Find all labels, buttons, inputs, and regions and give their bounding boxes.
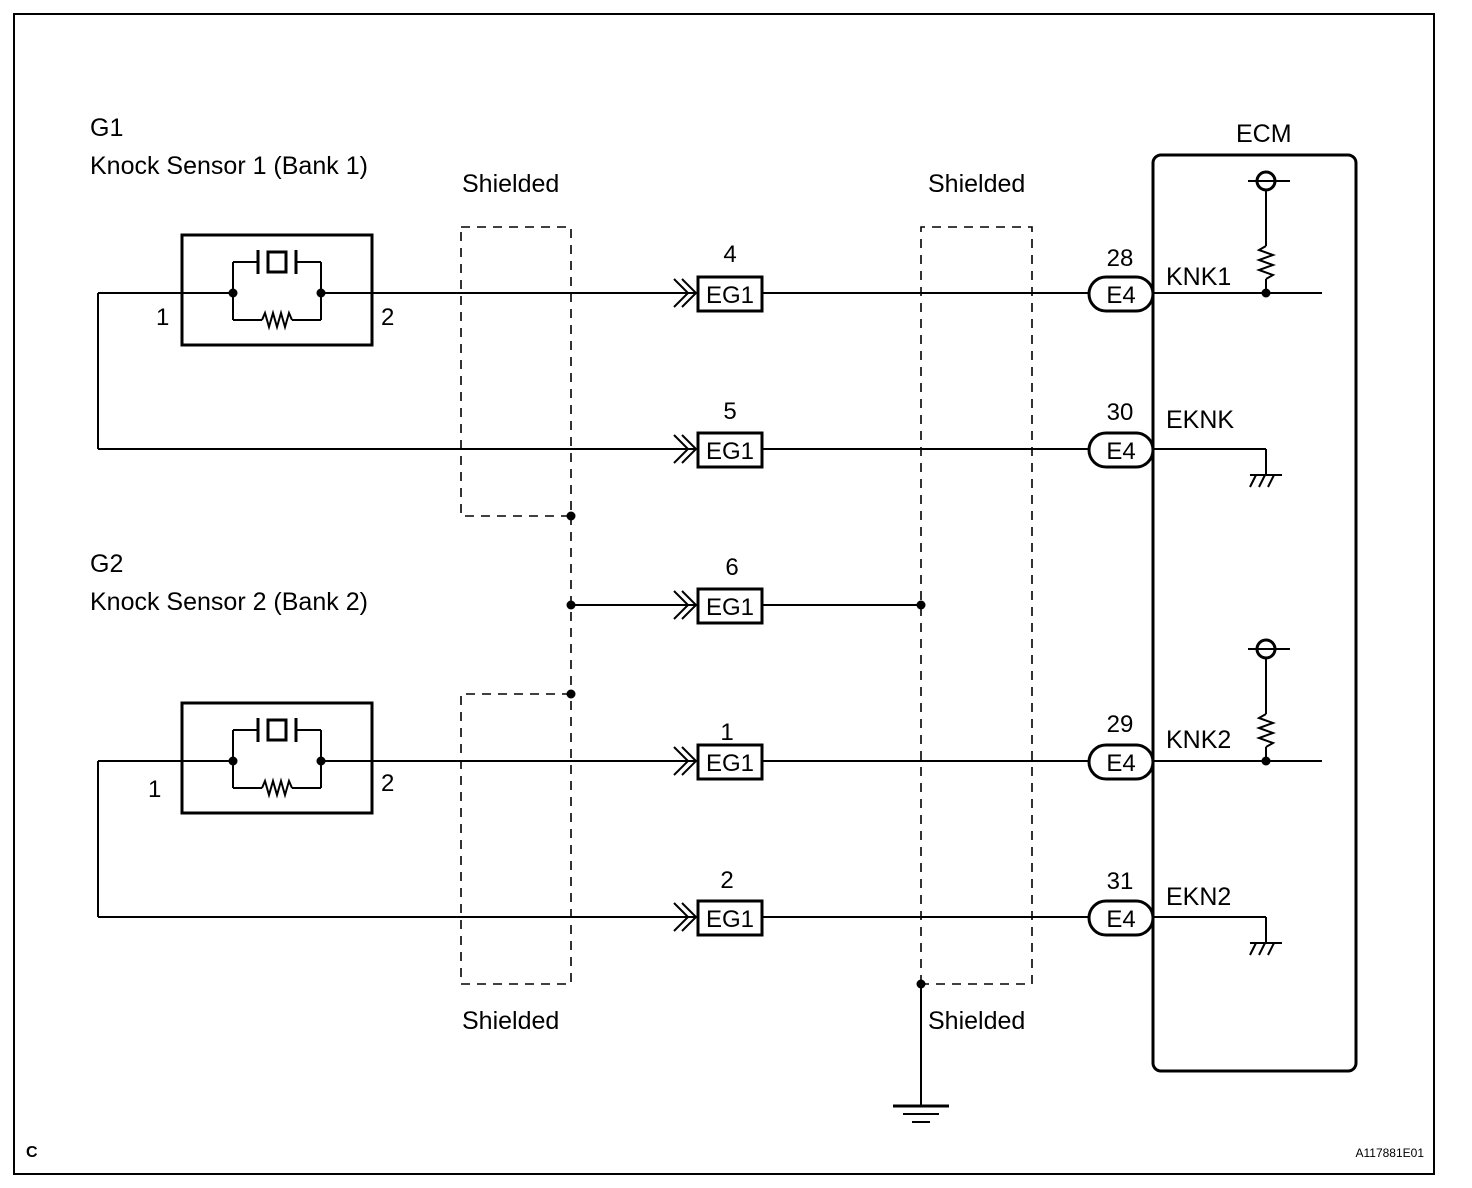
shield-label-bottom-left: Shielded: [462, 1007, 559, 1035]
ecm-signal-label: KNK1: [1166, 263, 1231, 291]
sensor1-name: Knock Sensor 1 (Bank 1): [90, 152, 368, 180]
figure-code: C: [26, 1144, 38, 1161]
diagram-frame: [13, 13, 1435, 1175]
sensor1-pin-right: 2: [381, 304, 394, 331]
shield-junction-dot: [566, 511, 576, 521]
ecm-signal-label: EKNK: [1166, 406, 1234, 434]
shield-left-bottom: [460, 693, 572, 985]
e4-connector-label: E4: [1106, 282, 1135, 309]
eg1-connector-row-2: [673, 431, 1089, 469]
shield-right: [920, 226, 1033, 985]
sensor1-pin-left: 1: [156, 304, 169, 331]
eg1-pin-number: 5: [723, 398, 736, 425]
e4-connector-label: E4: [1106, 438, 1135, 465]
pull-up-resistor-icon: [1153, 170, 1322, 298]
eg1-connector-label: EG1: [706, 906, 754, 933]
eg1-connector-row-1: [673, 275, 1089, 313]
ecm-box: [1151, 153, 1358, 1073]
shield-label-bottom-right: Shielded: [928, 1007, 1025, 1035]
ecm-title: ECM: [1236, 120, 1292, 148]
sensor1-code: G1: [90, 114, 123, 142]
sensor2-pin-left: 1: [148, 776, 161, 803]
knock-sensor-2-symbol: [180, 701, 374, 815]
sensor2-pin-right: 2: [381, 770, 394, 797]
eg1-connector-label: EG1: [706, 438, 754, 465]
shield-junction-dot: [566, 689, 576, 699]
eg1-connector-row-3: [673, 587, 764, 625]
chassis-ground-icon: [1153, 916, 1282, 956]
e4-connector-label: E4: [1106, 750, 1135, 777]
eg1-pin-number: 4: [723, 241, 736, 268]
ground-icon: [893, 984, 949, 1123]
ecm-signal-label: KNK2: [1166, 726, 1231, 754]
eg1-connector-label: EG1: [706, 594, 754, 621]
ecm-pin-number: 28: [1107, 245, 1134, 272]
eg1-pin-number: 2: [720, 867, 733, 894]
ecm-signal-label: EKN2: [1166, 883, 1231, 911]
ecm-pin-number: 29: [1107, 711, 1134, 738]
ecm-pin-number: 30: [1107, 399, 1134, 426]
eg1-connector-row-4: [673, 743, 1089, 781]
sensor1-wires: [97, 288, 698, 450]
sensor2-code: G2: [90, 550, 123, 578]
shield-left-top: [460, 226, 572, 517]
knock-sensor-1-symbol: [180, 233, 374, 347]
figure-id: A117881E01: [1355, 1146, 1424, 1160]
shield-label-top-right: Shielded: [928, 170, 1025, 198]
eg1-connector-label: EG1: [706, 282, 754, 309]
eg1-pin-number: 6: [725, 554, 738, 581]
eg1-connector-label: EG1: [706, 750, 754, 777]
shield-label-top-left: Shielded: [462, 170, 559, 198]
e4-connector-label: E4: [1106, 906, 1135, 933]
eg1-pin-number: 1: [720, 719, 733, 746]
pull-up-resistor-icon: [1153, 638, 1322, 766]
sensor2-name: Knock Sensor 2 (Bank 2): [90, 588, 368, 616]
eg1-connector-row-5: [673, 899, 1089, 937]
ecm-pin-number: 31: [1107, 868, 1134, 895]
chassis-ground-icon: [1153, 448, 1282, 488]
sensor2-wires: [97, 756, 698, 918]
